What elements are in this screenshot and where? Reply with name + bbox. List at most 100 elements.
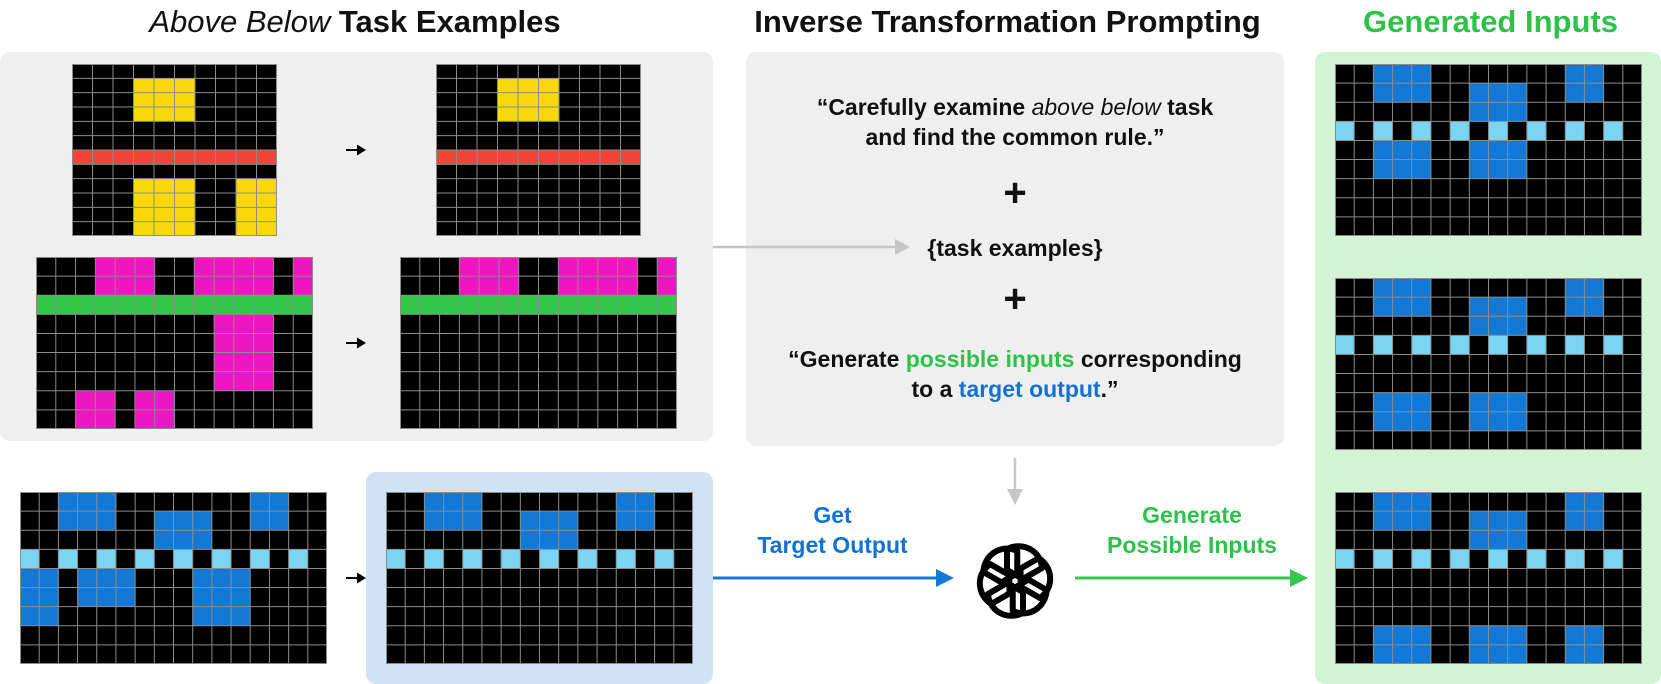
grid-cell <box>479 257 499 277</box>
grid-cell <box>95 333 116 353</box>
grid-cell <box>1354 606 1374 626</box>
grid-cell <box>1373 197 1393 217</box>
grid-cell <box>1622 178 1642 198</box>
grid-cell <box>113 78 134 93</box>
grid-cell <box>673 511 693 531</box>
grid-cell <box>20 587 40 607</box>
grid-cell <box>1354 411 1374 431</box>
grid-cell <box>269 511 289 531</box>
grid-cell <box>436 164 457 179</box>
grid-cell <box>558 390 579 410</box>
grid-cell <box>1430 335 1451 355</box>
grid-cell <box>616 549 636 569</box>
grid-cell <box>459 333 480 353</box>
grid-cell <box>1565 492 1585 512</box>
grid-cell <box>1622 511 1642 531</box>
grid-cell <box>1354 587 1374 607</box>
grid-cell <box>194 333 215 353</box>
grid-cell <box>617 352 638 372</box>
grid-cell <box>1373 587 1393 607</box>
grid-cell <box>1450 83 1470 103</box>
grid-cell <box>386 606 406 626</box>
grid-cell <box>1546 178 1566 198</box>
grid-cell <box>1450 373 1470 393</box>
grid-cell <box>273 257 294 277</box>
grid-cell <box>477 150 498 165</box>
grid-cell <box>597 511 617 531</box>
grid-cell <box>501 492 521 512</box>
grid-cell <box>518 121 539 136</box>
grid-cell <box>36 390 56 410</box>
grid-cell <box>174 164 195 179</box>
grid-cell <box>115 314 135 334</box>
grid-cell <box>92 92 113 107</box>
grid-cell <box>154 511 174 531</box>
grid-cell <box>597 352 618 372</box>
grid-cell <box>95 257 116 277</box>
grid-cell <box>192 644 212 664</box>
grid-cell <box>307 568 327 588</box>
grid-cell <box>1546 216 1566 236</box>
grid-cell <box>96 492 116 512</box>
grid-cell <box>520 530 540 550</box>
grid-cell <box>538 352 559 372</box>
grid-cell <box>58 549 78 569</box>
grid-cell <box>1411 216 1431 236</box>
get-target-line-1: Get <box>813 502 852 528</box>
grid-cell <box>154 207 175 222</box>
grid-cell <box>1373 64 1393 84</box>
grid-cell <box>620 221 641 236</box>
grid-cell <box>1622 140 1642 160</box>
grid-cell <box>173 549 193 569</box>
grid-cell <box>1392 411 1412 431</box>
grid-cell <box>600 178 621 193</box>
grid-cell <box>620 193 641 208</box>
grid-cell <box>1469 121 1489 141</box>
grid-cell <box>1488 297 1508 317</box>
example-1-output-grid <box>436 64 641 236</box>
grid-cell <box>538 78 559 93</box>
grid-cell <box>1354 492 1374 512</box>
grid-cell <box>386 644 406 664</box>
grid-cell <box>497 64 518 79</box>
grid-cell <box>236 164 257 179</box>
grid-cell <box>518 409 539 429</box>
grid-cell <box>443 606 463 626</box>
grid-cell <box>173 606 193 626</box>
grid-cell <box>1373 606 1393 626</box>
grid-cell <box>1373 530 1393 550</box>
grid-cell <box>154 150 175 165</box>
grid-cell <box>1450 64 1470 84</box>
grid-cell <box>1622 197 1642 217</box>
grid-cell <box>1430 316 1451 336</box>
grid-cell <box>1584 83 1604 103</box>
grid-cell <box>1526 121 1547 141</box>
grid-cell <box>1430 297 1451 317</box>
grid-cell <box>538 314 559 334</box>
grid-cell <box>1373 335 1393 355</box>
grid-cell <box>1546 373 1566 393</box>
grid-cell <box>1584 606 1604 626</box>
grid-cell <box>36 295 56 315</box>
grid-cell <box>617 409 638 429</box>
grid-cell <box>1392 373 1412 393</box>
grid-cell <box>559 178 580 193</box>
grid-cell <box>1603 644 1623 664</box>
grid-cell <box>1584 549 1604 569</box>
grid-cell <box>269 644 289 664</box>
grid-cell <box>1622 606 1642 626</box>
grid-cell <box>134 333 155 353</box>
grid-cell <box>386 587 406 607</box>
grid-cell <box>1488 430 1508 450</box>
grid-cell <box>1373 373 1393 393</box>
grid-cell <box>620 64 641 79</box>
grid-cell <box>214 295 234 315</box>
grid-cell <box>1335 64 1355 84</box>
grid-cell <box>115 390 135 410</box>
grid-cell <box>75 276 96 296</box>
grid-cell <box>600 107 621 122</box>
grid-cell <box>617 371 638 391</box>
grid-cell <box>253 276 274 296</box>
grid-cell <box>1430 216 1451 236</box>
grid-cell <box>134 371 155 391</box>
